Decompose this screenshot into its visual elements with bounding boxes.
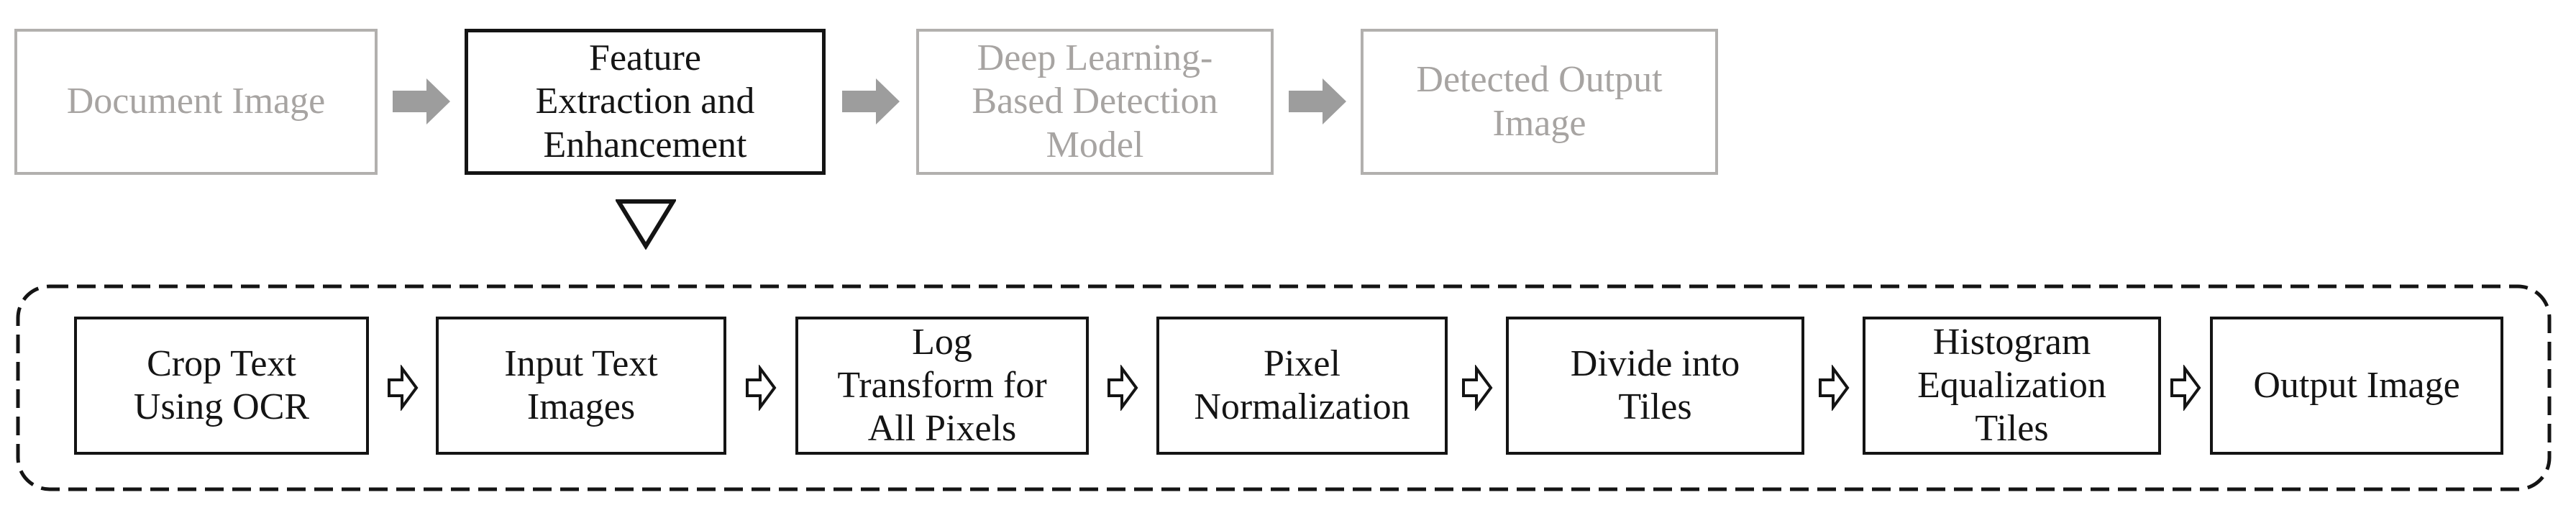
subflow-box-divide-into-tiles: Divide into Tiles bbox=[1506, 317, 1804, 455]
flow-box-label: Feature Extraction and Enhancement bbox=[535, 37, 755, 165]
hollow-right-arrow-icon bbox=[746, 365, 777, 411]
hollow-right-arrow-icon bbox=[1107, 365, 1138, 411]
flow-box-detected-output-image: Detected Output Image bbox=[1361, 29, 1718, 175]
subflow-box-label: Input Text Images bbox=[504, 342, 658, 427]
subflow-box-label: Histogram Equalization Tiles bbox=[1917, 321, 2106, 450]
subflow-box-label: Crop Text Using OCR bbox=[133, 342, 310, 427]
hollow-right-arrow-icon bbox=[388, 365, 419, 411]
hollow-right-arrow-icon bbox=[2170, 365, 2201, 411]
subflow-box-pixel-normalization: Pixel Normalization bbox=[1156, 317, 1448, 455]
subflow-box-label: Log Transform for All Pixels bbox=[837, 321, 1047, 450]
flow-box-label: Detected Output Image bbox=[1416, 59, 1663, 144]
flow-box-document-image: Document Image bbox=[14, 29, 378, 175]
hollow-right-arrow-icon bbox=[1819, 365, 1850, 411]
subflow-box-label: Pixel Normalization bbox=[1194, 342, 1410, 427]
subflow-box-output-image: Output Image bbox=[2210, 317, 2503, 455]
subflow-box-crop-text-ocr: Crop Text Using OCR bbox=[74, 317, 369, 455]
flow-box-label: Document Image bbox=[66, 81, 326, 122]
down-triangle-icon bbox=[616, 199, 676, 250]
subflow-box-histogram-equalization: Histogram Equalization Tiles bbox=[1863, 317, 2161, 455]
hollow-right-arrow-icon bbox=[1462, 365, 1493, 411]
flow-box-deep-learning-model: Deep Learning- Based Detection Model bbox=[916, 29, 1274, 175]
solid-right-arrow-icon bbox=[393, 78, 450, 124]
subflow-box-log-transform: Log Transform for All Pixels bbox=[795, 317, 1089, 455]
flow-box-label: Deep Learning- Based Detection Model bbox=[972, 37, 1218, 165]
flow-box-feature-extraction: Feature Extraction and Enhancement bbox=[465, 29, 826, 175]
solid-right-arrow-icon bbox=[842, 78, 900, 124]
subflow-dashed-border bbox=[16, 284, 2552, 491]
subflow-box-label: Output Image bbox=[2253, 364, 2460, 406]
solid-right-arrow-icon bbox=[1289, 78, 1346, 124]
subflow-box-input-text-images: Input Text Images bbox=[436, 317, 726, 455]
subflow-box-label: Divide into Tiles bbox=[1570, 342, 1740, 427]
